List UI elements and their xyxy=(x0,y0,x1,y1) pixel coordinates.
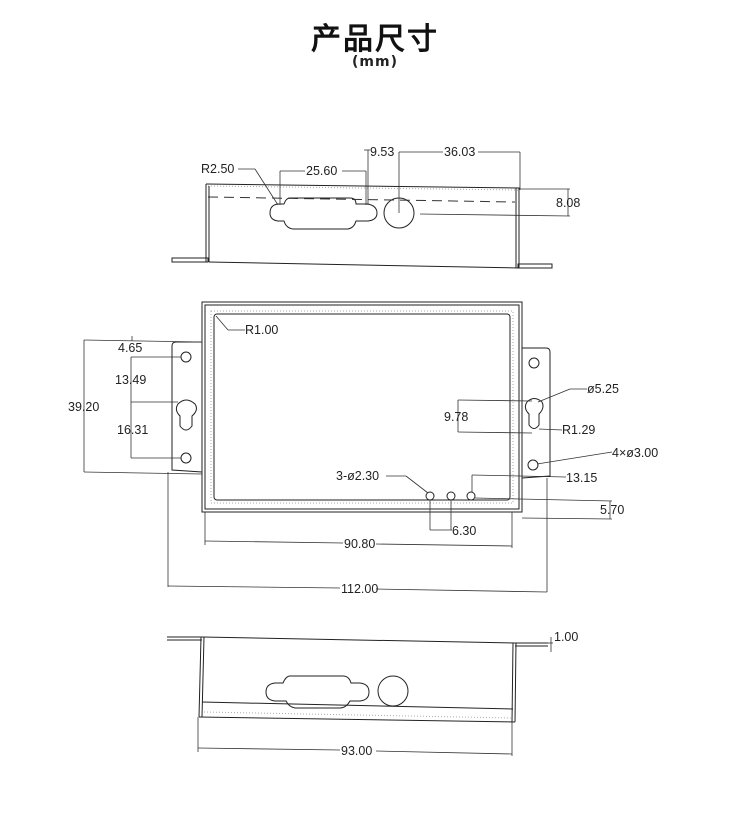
keyhole-slot xyxy=(175,399,197,431)
left-mounting-ear xyxy=(171,341,203,473)
dim-4x-phi-3-00: 4×ø3.00 xyxy=(612,446,658,460)
dim-phi-5-25: ø5.25 xyxy=(587,382,619,396)
top-view-body xyxy=(171,183,553,269)
dim-5-70: 5.70 xyxy=(600,503,624,517)
dim-r1-29: R1.29 xyxy=(562,423,595,437)
led-hole xyxy=(446,491,456,501)
dim-25-60: 25.60 xyxy=(306,164,337,178)
dim-1-00: 1.00 xyxy=(554,630,578,644)
round-port-cutout xyxy=(377,675,409,707)
dim-112-00: 112.00 xyxy=(341,582,378,596)
db9-port-cutout xyxy=(265,675,370,709)
bottom-view: 1.00 93.00 xyxy=(167,630,578,758)
keyhole-slot xyxy=(524,398,544,429)
dim-39-20: 39.20 xyxy=(68,400,99,414)
dim-4-65: 4.65 xyxy=(118,341,142,355)
dim-13-49: 13.49 xyxy=(115,373,146,387)
ear-hole xyxy=(180,351,192,363)
db9-port-cutout xyxy=(269,197,378,230)
ear-hole xyxy=(528,357,540,369)
bottom-dimensions: 1.00 93.00 xyxy=(197,630,578,758)
dim-r1-00: R1.00 xyxy=(245,323,278,337)
led-hole xyxy=(425,491,435,501)
dim-3-phi-2-30: 3-ø2.30 xyxy=(336,469,379,483)
front-view: R1.00 39.20 4.65 13.49 16.31 ø5.25 9.78 … xyxy=(68,301,658,596)
top-dimensions: R2.50 25.60 9.53 36.03 8.08 xyxy=(201,145,580,217)
front-dimensions: R1.00 39.20 4.65 13.49 16.31 ø5.25 9.78 … xyxy=(68,315,658,596)
page-title: 产品尺寸 xyxy=(311,22,439,57)
led-hole xyxy=(466,491,476,501)
dim-93-00: 93.00 xyxy=(341,744,372,758)
dim-r2-50: R2.50 xyxy=(201,162,234,176)
unit-label: (mm) xyxy=(352,54,398,70)
dim-9-53: 9.53 xyxy=(370,145,394,159)
dim-13-15: 13.15 xyxy=(566,471,597,485)
dim-16-31: 16.31 xyxy=(117,423,148,437)
dim-6-30: 6.30 xyxy=(452,524,476,538)
right-mounting-ear xyxy=(521,347,551,479)
dim-90-80: 90.80 xyxy=(344,537,375,551)
ear-hole xyxy=(527,459,539,471)
dim-8-08: 8.08 xyxy=(556,196,580,210)
dim-36-03: 36.03 xyxy=(444,145,475,159)
dim-9-78: 9.78 xyxy=(444,410,468,424)
top-view: R2.50 25.60 9.53 36.03 8.08 xyxy=(171,145,580,269)
ear-hole xyxy=(180,452,192,464)
